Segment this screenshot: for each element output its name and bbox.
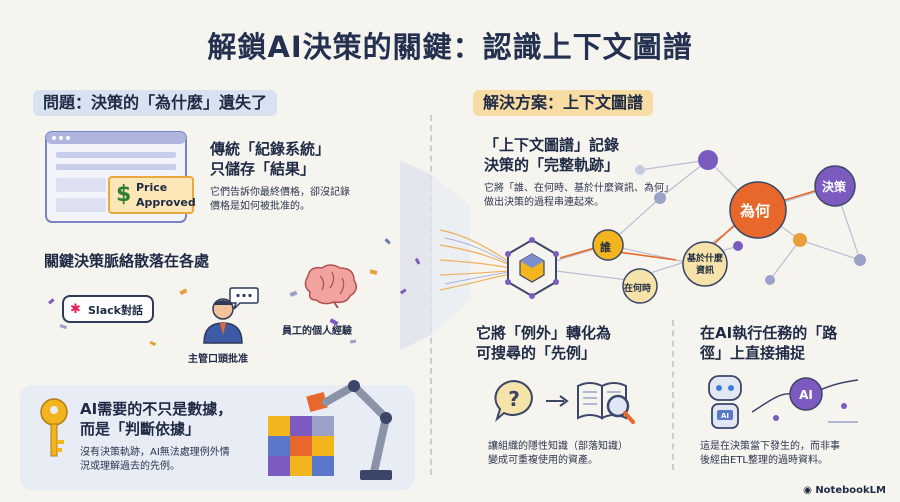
- speech-bubble-icon: [229, 287, 259, 310]
- capture-heading-line1: 在AI執行任務的「路: [700, 324, 838, 342]
- graph-node-decision: [814, 165, 856, 207]
- manager-label: 主管口頭批准: [188, 354, 248, 365]
- right-bottom-divider: [672, 320, 674, 470]
- scatter-heading: 關鍵決策脈絡散落在各處: [44, 252, 210, 270]
- graph-heading-line1: 「上下文圖譜」記錄: [484, 136, 620, 154]
- precedent-heading-line1: 它將「例外」轉化為: [476, 324, 612, 342]
- bottom-heading-line1: AI需要的不只是數據，: [80, 400, 233, 418]
- node-decision-label: 決策: [822, 180, 847, 194]
- price-badge-line2: Approved: [136, 196, 196, 209]
- precedent-heading-line2: 可搜尋的「先例」: [476, 344, 597, 362]
- question-bubble-icon: ?: [494, 379, 533, 422]
- ai-robot-icon: AI: [708, 375, 742, 429]
- records-heading-line1: 傳統「紀錄系統」: [210, 140, 331, 158]
- ai-judgment-panel: [20, 385, 415, 490]
- node-why-label: 為何: [740, 202, 771, 220]
- slack-icon: ✱: [70, 302, 81, 317]
- node-info-label-line2: 資訊: [696, 266, 715, 276]
- notebooklm-logo: ◉ NotebookLM: [803, 485, 886, 496]
- svg-text:?: ?: [508, 387, 520, 411]
- capture-desc-line2: 後經由ETL整理的過時資料。: [700, 455, 828, 466]
- dollar-icon: $: [116, 182, 132, 207]
- node-info-label-line1: 基於什麼: [687, 254, 724, 264]
- graph-node-when: [622, 268, 658, 304]
- context-graph-network: [505, 150, 866, 304]
- confetti-decoration: [48, 238, 421, 347]
- records-desc-line1: 它們告訴你最終價格，卻沒記錄: [210, 187, 350, 198]
- problem-section-label: 問題：決策的「為什麼」遺失了: [33, 90, 278, 116]
- experience-label: 員工的個人經驗: [282, 326, 352, 337]
- node-who-label: 誰: [600, 241, 611, 254]
- robot-chest-label: AI: [721, 412, 729, 420]
- key-icon: [40, 398, 68, 457]
- notebooklm-label: NotebookLM: [815, 485, 886, 496]
- ai-orb-label: AI: [799, 388, 813, 402]
- precedent-desc-line1: 讓組織的隱性知識（部落知識）: [488, 441, 628, 452]
- price-badge-line1: Price: [136, 181, 168, 194]
- ai-path-graphic: AI: [751, 377, 859, 423]
- price-approved-badge: $ Price Approved: [108, 176, 196, 214]
- records-heading-line2: 只儲存「結果」: [210, 160, 316, 178]
- bottom-desc-line1: 沒有決策軌跡，AI無法處理例外情: [80, 447, 230, 458]
- manager-person-icon: [203, 298, 243, 344]
- node-when-label: 在何時: [624, 284, 652, 294]
- bottom-desc-line2: 況或理解過去的先例。: [80, 461, 180, 472]
- brain-icon: [304, 264, 357, 308]
- capture-heading-line2: 徑」上直接捕捉: [700, 344, 806, 362]
- puzzle-robot-arm-illustration: [268, 380, 392, 480]
- graph-node-info: [682, 241, 728, 287]
- bottom-heading-line2: 而是「判斷依據」: [80, 420, 201, 438]
- slack-chat-bubble: ✱ Slack對話: [62, 295, 154, 323]
- slack-label: Slack對話: [88, 304, 143, 317]
- page-title: 解鎖AI決策的關鍵：認識上下文圖譜: [207, 30, 693, 64]
- graph-desc-line1: 它將「誰、在何時、基於什麼資訊、為何」: [484, 183, 674, 194]
- graph-node-why: [729, 181, 787, 239]
- precedent-desc-line2: 變成可重複使用的資產。: [488, 455, 598, 466]
- solution-section-label: 解決方案：上下文圖譜: [473, 90, 654, 116]
- book-magnifier-icon: [577, 382, 635, 424]
- records-desc-line2: 價格是如何被批准的。: [210, 201, 310, 212]
- notebooklm-icon: ◉: [803, 485, 816, 496]
- arrow-right-icon: [546, 395, 569, 407]
- graph-desc-line2: 做出決策的過程串連起來。: [484, 197, 604, 208]
- capture-desc-line1: 這是在決策當下發生的，而非事: [700, 441, 840, 452]
- graph-node-who: [592, 229, 624, 261]
- graph-heading-line2: 決策的「完整軌跡」: [484, 156, 620, 174]
